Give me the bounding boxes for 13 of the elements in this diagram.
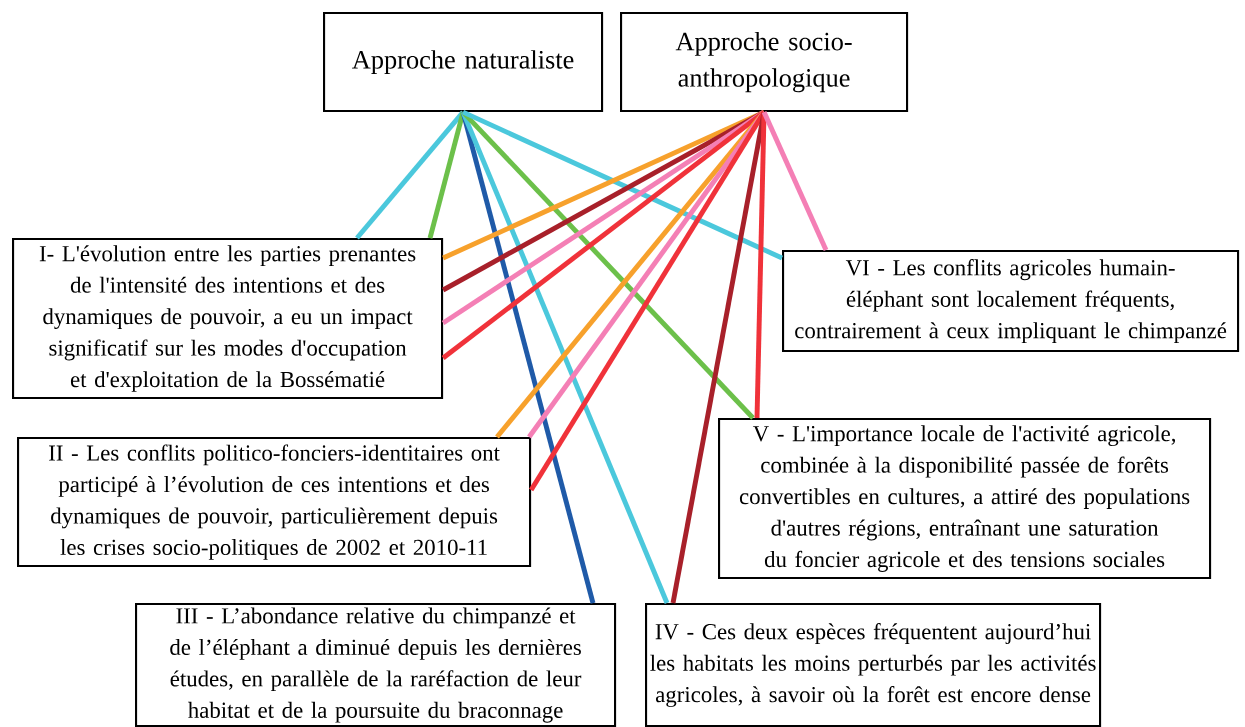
text-box: VI - Les conflits agricoles humain-éléphant sont localement fréquents, contrairement à ceux impliquant le chimpanzé (782, 250, 1240, 353)
text-box: III - L’abondance relative du chimpanzé et de l’éléphant a diminué depuis les dernières études, en parallèle de la raréfaction de leur habitat et de la poursuite du braconnage (135, 603, 617, 727)
text-box: IV - Ces deux espèces fréquentent aujourd’hui les habitats les moins perturbés par les activités agricoles, à savoir où la forêt est encore dense (645, 603, 1102, 727)
text-box: Approche naturaliste (323, 12, 604, 113)
text-box: Approche socio-anthropologique (620, 12, 909, 113)
text-box: II - Les conflits politico-fonciers-identitaires ont participé à l’évolution de ces intentions et des dynamiques de pouvoir, particulièrement depuis les crises socio-politiques de 2002 et 2010-11 (17, 437, 532, 568)
text-box: I- L'évolution entre les parties prenantes de l'intensité des intentions et des dynamiques de pouvoir, a eu un impact significatif sur les modes d'occupation et d'exploitation de la Bossématié (12, 238, 444, 400)
connector-line (355, 110, 465, 240)
connector-line (427, 111, 466, 239)
connector-line (754, 112, 767, 419)
text-box: V - L'importance locale de l'activité agricole, combinée à la disponibilité passée de forêts convertibles en cultures, a attiré des populations d'autres régions, entraînant une saturation du foncier agricole et des tensions sociales (718, 418, 1212, 580)
connector-line (761, 111, 829, 252)
connector-line (460, 111, 670, 604)
